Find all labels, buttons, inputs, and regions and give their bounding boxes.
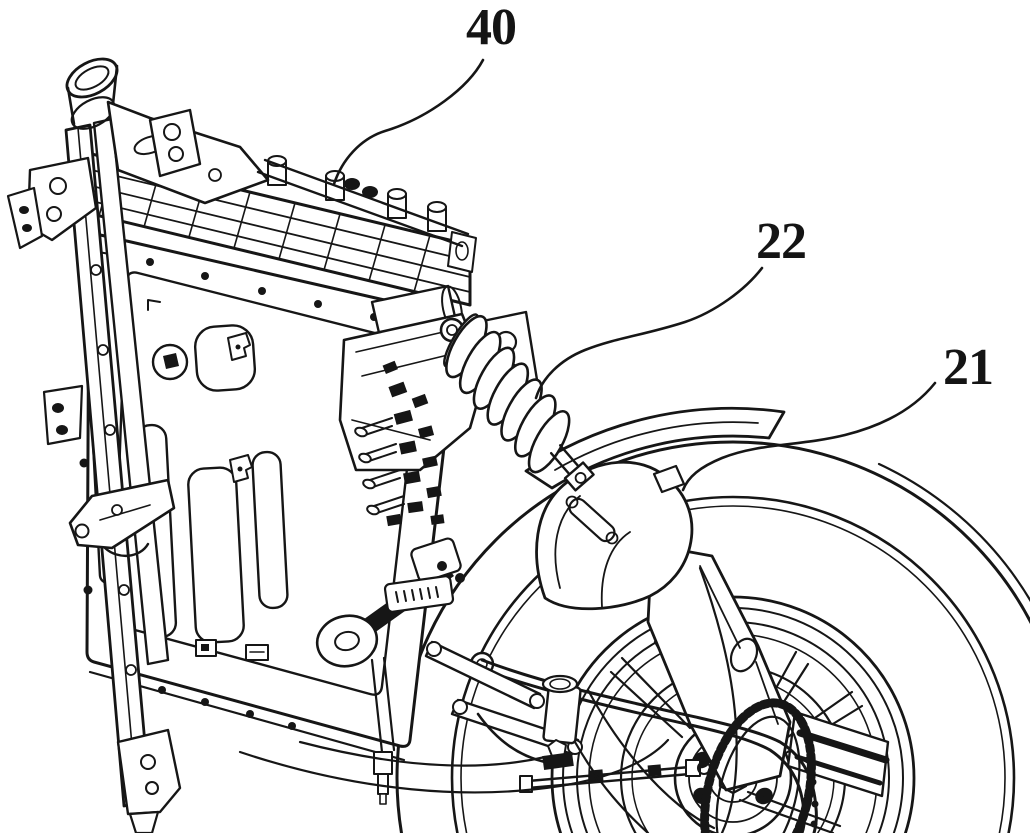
frame-bracket [148,108,202,178]
fittings [382,360,445,527]
linkage-dogbone [568,497,616,543]
panel-clips [195,332,269,661]
motor-pulley [315,614,379,668]
tire [395,440,1030,833]
leader-lines [332,58,937,492]
ref-label-22: 22 [756,213,807,270]
tube-bolts [90,264,137,676]
ref-label-40: 40 [466,0,517,56]
panel-boss [151,343,189,381]
shock-absorber [439,313,619,545]
motor-controller-cluster [315,284,711,805]
frame-foot [116,728,182,816]
leader-line-40 [332,58,485,186]
steering-head-tube [65,57,119,130]
brake-pedal [542,751,574,771]
rear-fender [524,406,786,490]
leader-line-22 [534,266,764,400]
cables [238,566,738,833]
ref-label-21: 21 [943,339,994,396]
pins [354,417,405,516]
fender-mount-tab [652,464,686,494]
logo-plate [383,575,455,613]
bolt-posts [267,155,447,232]
leader-line-21 [681,381,937,492]
